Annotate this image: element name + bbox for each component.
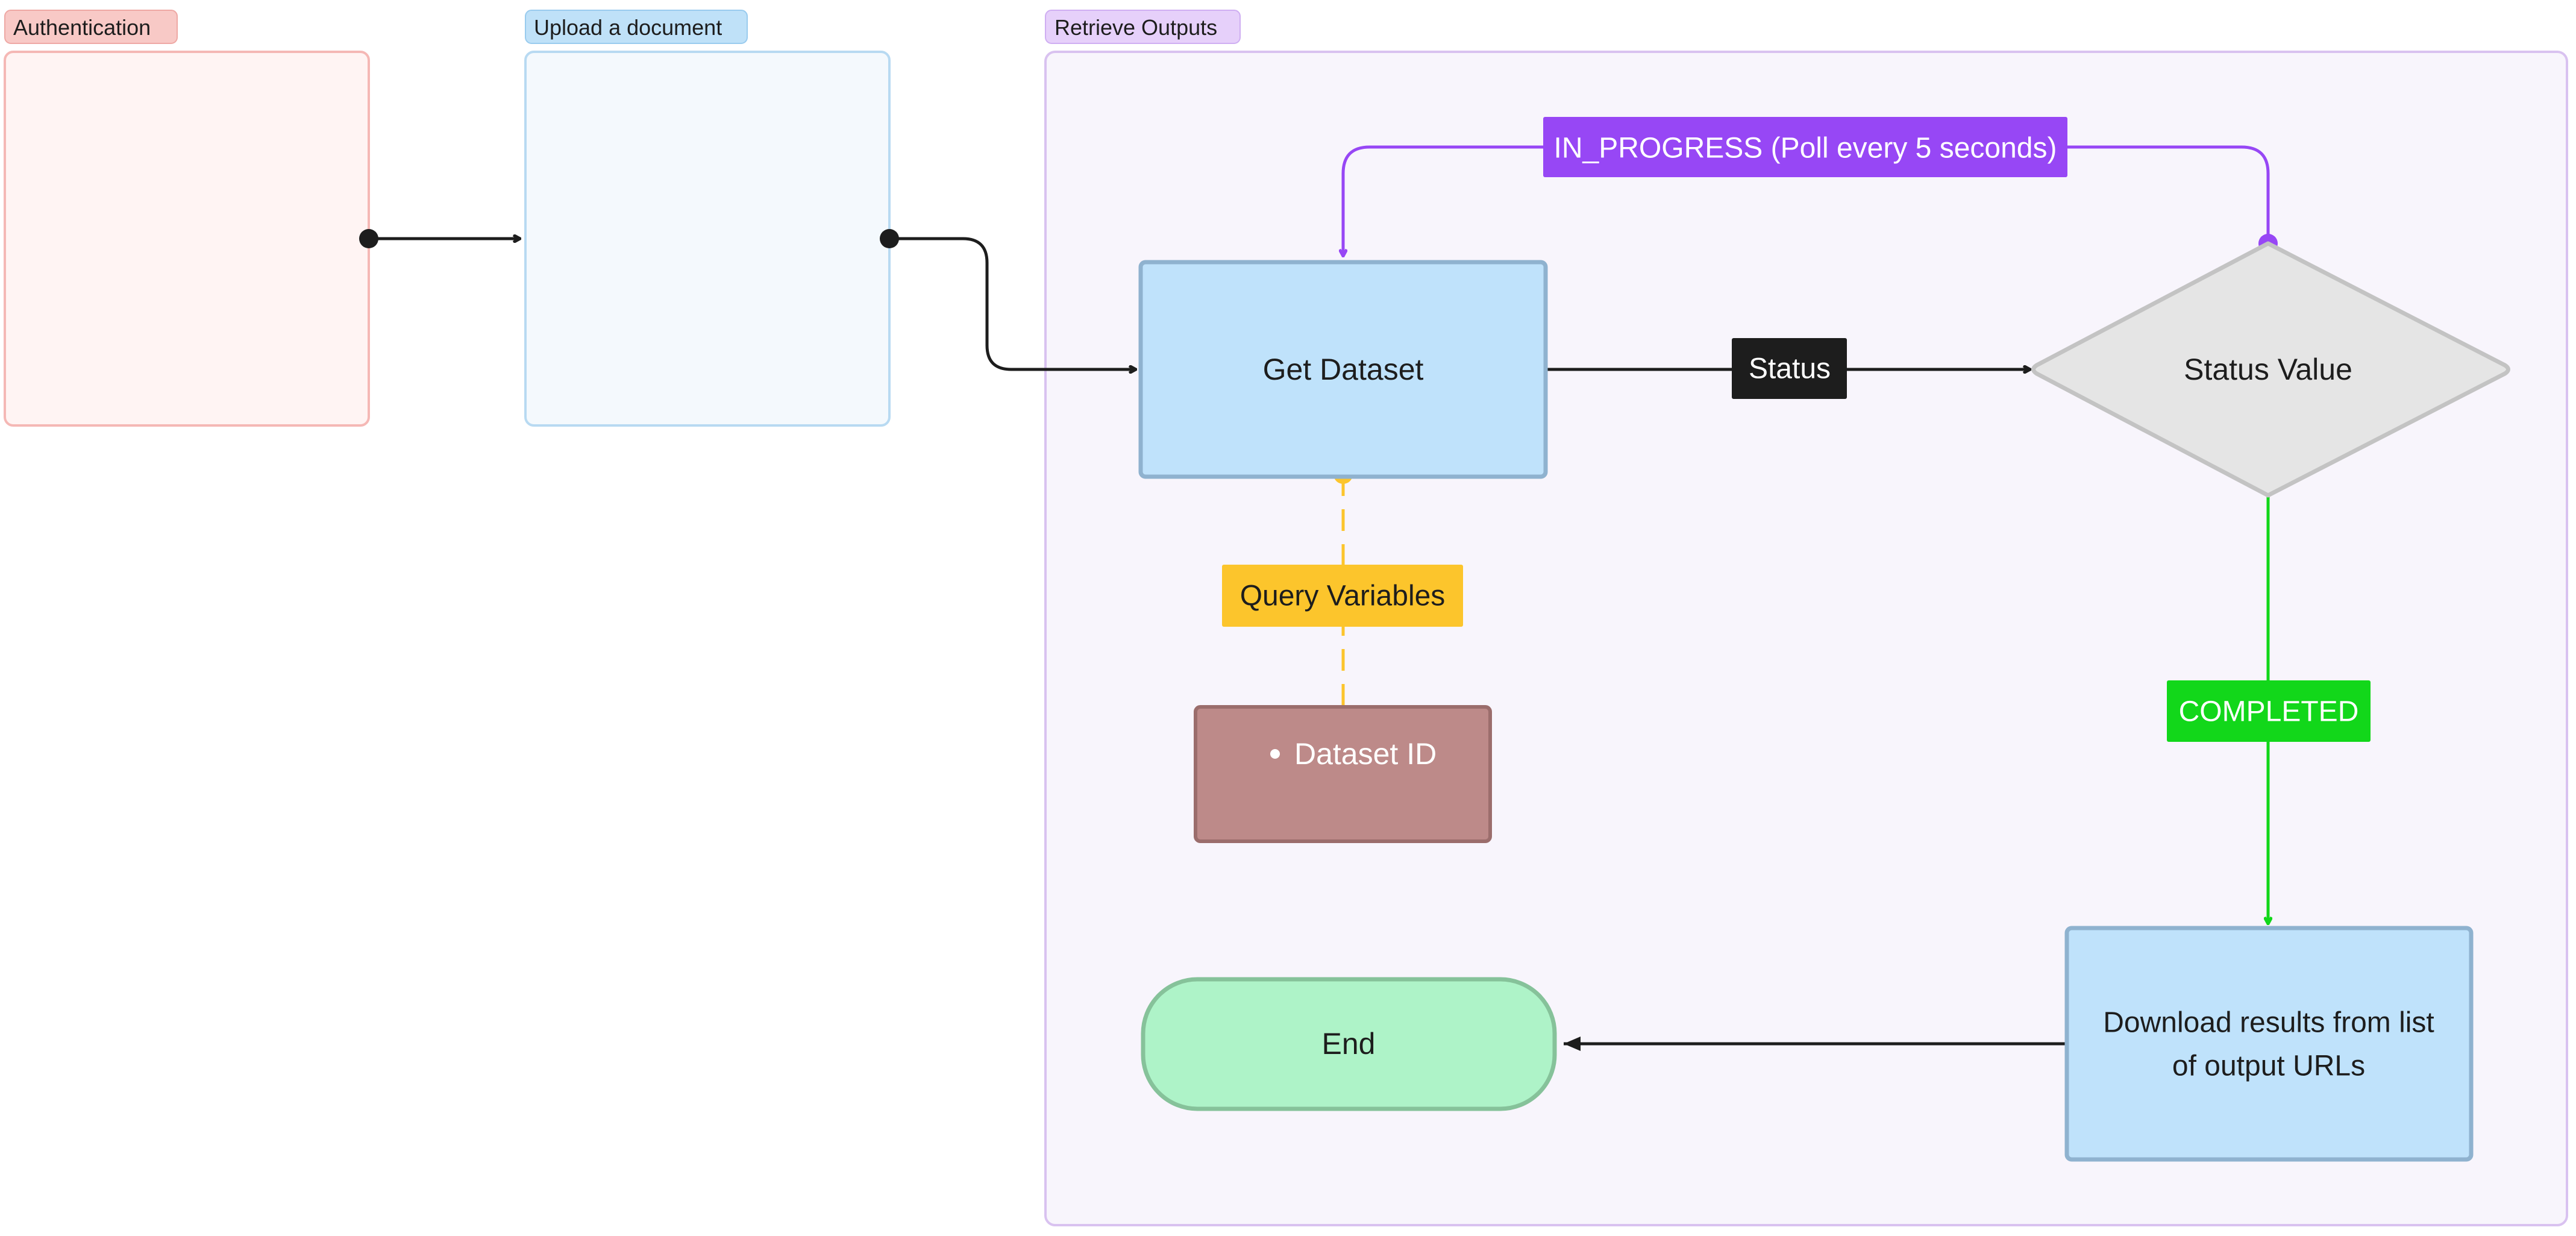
node-status-value[interactable]: Status Value <box>2031 241 2510 498</box>
edge-label-in-progress[interactable]: IN_PROGRESS (Poll every 5 seconds) <box>1543 117 2067 177</box>
edge-label-status[interactable]: Status <box>1732 338 1847 399</box>
upload-container <box>524 51 891 427</box>
dataset-id-label: Dataset ID <box>1294 737 1437 771</box>
status-value-label: Status Value <box>2184 353 2352 386</box>
upload-label: Upload a document <box>534 15 722 40</box>
retrieve-label: Retrieve Outputs <box>1055 15 1217 40</box>
retrieve-tag <box>1045 10 1241 44</box>
get-dataset-label: Get Dataset <box>1263 353 1424 386</box>
bullet-icon <box>1270 749 1280 759</box>
edge-start-dot <box>359 229 378 248</box>
authentication-container <box>4 51 370 427</box>
upload-tag <box>525 10 748 44</box>
end-label: End <box>1322 1027 1376 1061</box>
node-download-results[interactable]: Download results from list of output URL… <box>2064 926 2474 1162</box>
authentication-label: Authentication <box>13 15 151 40</box>
query-variables-text: Query Variables <box>1240 580 1446 612</box>
download-label-line1: Download results from list <box>2103 1007 2434 1039</box>
node-end[interactable]: End <box>1141 977 1557 1111</box>
node-get-dataset[interactable]: Get Dataset <box>1138 260 1548 479</box>
edge-upload-to-get-dataset[interactable] <box>880 229 1136 369</box>
completed-text: COMPLETED <box>2179 696 2359 728</box>
edge-label-query-variables[interactable]: Query Variables <box>1222 565 1463 627</box>
edge-label-completed[interactable]: COMPLETED <box>2167 680 2371 742</box>
download-label-line2: of output URLs <box>2172 1050 2365 1082</box>
node-dataset-id[interactable]: Dataset ID <box>1194 705 1492 843</box>
status-text: Status <box>1749 353 1831 385</box>
authentication-tag <box>4 10 178 44</box>
group-authentication[interactable]: Authentication <box>4 10 370 427</box>
edge-auth-to-upload[interactable] <box>359 229 520 248</box>
edge-start-dot <box>880 229 899 248</box>
group-upload-document[interactable]: Upload a document <box>524 10 891 427</box>
in-progress-text: IN_PROGRESS (Poll every 5 seconds) <box>1554 133 2057 165</box>
